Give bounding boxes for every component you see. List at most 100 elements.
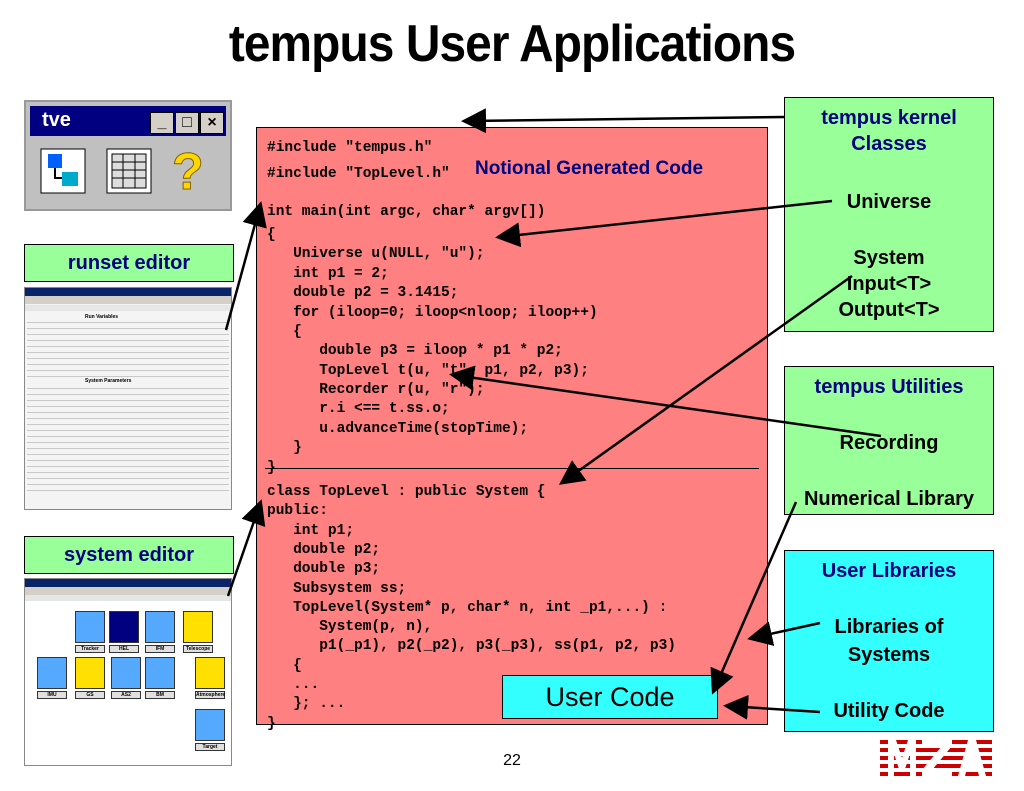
code-line: public:: [267, 503, 328, 520]
universe-label: Universe: [846, 191, 932, 213]
system-block: [195, 657, 225, 689]
generated-code-panel: Notional Generated Code #include "tempus…: [256, 127, 768, 732]
code-line: class TopLevel : public System {: [267, 484, 546, 500]
libraries-line1: Libraries of: [834, 616, 944, 638]
input-label: Input<T>: [846, 273, 932, 295]
kernel-heading-line2: Classes: [851, 133, 927, 155]
tve-window: tve _ □ × ?: [24, 100, 232, 211]
code-line: }: [267, 715, 276, 732]
table-row: [27, 388, 229, 389]
table-row: [27, 436, 229, 437]
system-block: [145, 657, 175, 689]
table-app-icon[interactable]: [106, 148, 152, 194]
table-row: [27, 328, 229, 329]
system-block: [37, 657, 67, 689]
system-block: [145, 611, 175, 643]
system-parameters-heading: System Parameters: [85, 378, 132, 384]
code-line: u.advanceTime(stopTime);: [267, 421, 529, 437]
libraries-line2: Systems: [847, 644, 931, 666]
code-line: p1(_p1), p2(_p2), p3(_p3), ss(p1, p2, p3…: [267, 638, 676, 655]
table-row: [27, 466, 229, 467]
code-line: TopLevel(System* p, char* n, int _p1,...…: [267, 599, 668, 616]
code-line: {: [267, 657, 302, 674]
table-row: [27, 460, 229, 461]
table-row: [27, 442, 229, 443]
table-row: [27, 358, 229, 359]
system-block: [111, 657, 141, 689]
system-block-label: Telescope: [183, 645, 213, 653]
table-row: [27, 352, 229, 353]
table-row: [27, 376, 229, 377]
system-block-label: IMU: [37, 691, 67, 699]
table-row: [27, 490, 229, 491]
kernel-heading-line1: tempus kernel: [821, 107, 957, 129]
table-row: [27, 364, 229, 365]
system-label: System: [853, 247, 925, 269]
code-line: System(p, n),: [267, 619, 433, 636]
table-row: [27, 346, 229, 347]
code-line: #include "TopLevel.h": [267, 166, 450, 182]
table-row: [27, 340, 229, 341]
table-row: [27, 406, 229, 407]
code-line: Recorder r(u, "r");: [267, 382, 485, 398]
recording-label: Recording: [839, 432, 939, 454]
system-block: [75, 657, 105, 689]
system-block: [183, 611, 213, 643]
code-divider: [265, 468, 759, 469]
code-line: {: [267, 227, 276, 243]
help-icon[interactable]: ?: [172, 143, 205, 202]
system-block-label: HEL: [109, 645, 139, 653]
system-block: [75, 611, 105, 643]
mza-logo: [880, 740, 992, 776]
table-row: [27, 418, 229, 419]
code-line: {: [267, 324, 302, 340]
table-row: [27, 454, 229, 455]
runset-editor-screenshot: Run Variables System Parameters: [24, 287, 232, 510]
code-line: Universe u(NULL, "u");: [267, 246, 485, 262]
code-line: double p3 = iloop * p1 * p2;: [267, 343, 563, 359]
tve-title: tve: [42, 109, 71, 131]
system-editor-label: system editor: [24, 536, 234, 574]
system-block: [195, 709, 225, 741]
code-line: TopLevel t(u, "t", p1, p2, p3);: [267, 363, 589, 379]
code-line: for (iloop=0; iloop<nloop; iloop++): [267, 305, 598, 321]
close-button[interactable]: ×: [200, 112, 224, 134]
table-row: [27, 472, 229, 473]
user-libraries-box: User Libraries Libraries of Systems Util…: [784, 550, 994, 732]
table-row: [27, 424, 229, 425]
code-line: int p1 = 2;: [267, 266, 389, 282]
system-block-label: Atmosphere: [195, 691, 226, 699]
table-row: [27, 478, 229, 479]
notional-code-label: Notional Generated Code: [475, 158, 704, 179]
slide-title: tempus User Applications: [228, 15, 796, 73]
table-row: [27, 412, 229, 413]
code-line: double p2 = 3.1415;: [267, 285, 459, 301]
code-line: Subsystem ss;: [267, 580, 407, 597]
kernel-classes-box: tempus kernel Classes Universe System In…: [784, 97, 994, 332]
system-block-label: IFM: [145, 645, 175, 653]
table-row: [27, 400, 229, 401]
code-line: double p2;: [267, 541, 381, 558]
code-line: double p3;: [267, 561, 381, 578]
runset-app-icon[interactable]: [40, 148, 86, 194]
code-line: int p1;: [267, 522, 355, 539]
run-variables-heading: Run Variables: [85, 314, 119, 320]
code-line: }: [267, 440, 302, 456]
user-code-box: User Code: [502, 675, 718, 719]
system-block: [109, 611, 139, 643]
table-row: [27, 370, 229, 371]
maximize-button[interactable]: □: [175, 112, 199, 134]
code-line: ...: [267, 677, 320, 693]
utilities-box: tempus Utilities Recording Numerical Lib…: [784, 366, 994, 515]
runset-editor-label: runset editor: [24, 244, 234, 282]
minimize-button[interactable]: _: [150, 112, 174, 134]
system-block-label: GS: [75, 691, 105, 699]
code-line: int main(int argc, char* argv[]): [267, 204, 546, 220]
page-number: 22: [503, 752, 521, 769]
system-block-label: AS2: [111, 691, 141, 699]
table-row: [27, 484, 229, 485]
system-block-label: BM: [145, 691, 175, 699]
code-line: r.i <== t.ss.o;: [267, 401, 450, 417]
numerical-library-label: Numerical Library: [803, 488, 975, 510]
